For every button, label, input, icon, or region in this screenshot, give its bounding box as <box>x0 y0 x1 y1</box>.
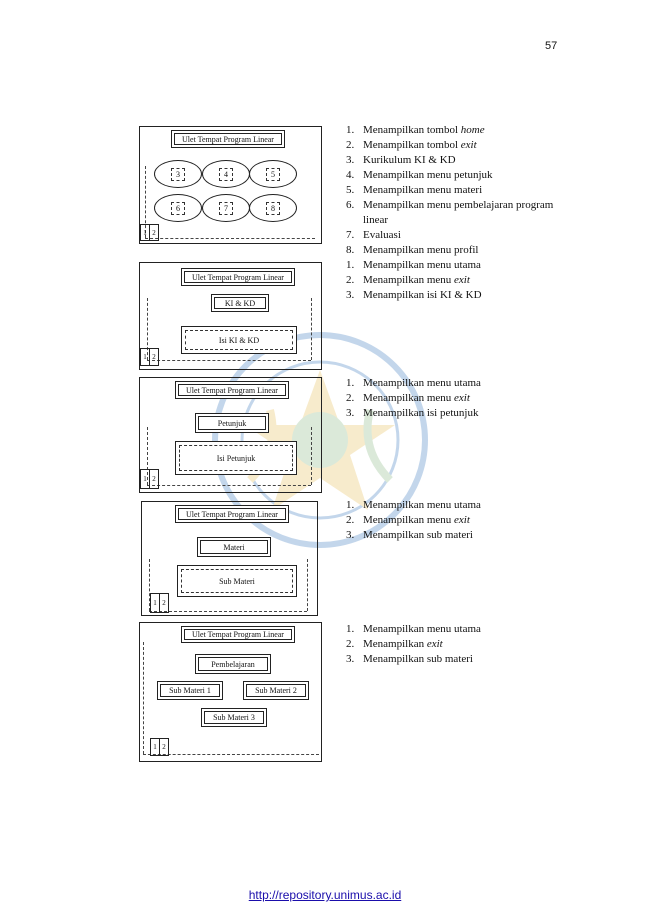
sub-materi-1[interactable]: Sub Materi 1 <box>157 681 223 700</box>
list-item: 3.Menampilkan sub materi <box>346 653 473 665</box>
storyboard-frame-materi: Ulet Tempat Program Linear Materi Sub Ma… <box>141 501 318 616</box>
list-item: 2.Menampilkan menu exit <box>346 514 470 526</box>
list-item: 8.Menampilkan menu profil <box>346 244 479 256</box>
repository-link[interactable]: http://repository.unimus.ac.id <box>248 888 402 902</box>
list-item: 1.Menampilkan menu utama <box>346 623 481 635</box>
content-area: Isi KI & KD <box>181 326 297 354</box>
description-list-2: 1.Menampilkan menu utama 2.Menampilkan m… <box>346 376 556 421</box>
content-area: Isi Petunjuk <box>175 441 297 475</box>
menu-oval-7[interactable]: 7 <box>202 194 250 222</box>
page-number: 57 <box>545 40 558 52</box>
exit-button[interactable]: 2 <box>149 469 159 489</box>
frame-title: Ulet Tempat Program Linear <box>171 130 285 148</box>
list-item: 1.Menampilkan menu utama <box>346 499 481 511</box>
menu-oval-5[interactable]: 5 <box>249 160 297 188</box>
list-item: 3.Kurikulum KI & KD <box>346 154 456 166</box>
description-list-4: 1.Menampilkan menu utama 2.Menampilkan e… <box>346 622 556 667</box>
list-item: 2.Menampilkan tombol exit <box>346 139 477 151</box>
sub-materi-2[interactable]: Sub Materi 2 <box>243 681 309 700</box>
frame-title: Ulet Tempat Program Linear <box>181 626 295 643</box>
exit-button[interactable]: 2 <box>159 593 169 613</box>
menu-oval-4[interactable]: 4 <box>202 160 250 188</box>
list-item: 3.Menampilkan isi petunjuk <box>346 407 479 419</box>
list-item: 5.Menampilkan menu materi <box>346 184 483 196</box>
list-item: 2.Menampilkan exit <box>346 638 443 650</box>
footer: http://repository.unimus.ac.id <box>0 888 650 902</box>
section-heading: KI & KD <box>211 294 269 312</box>
storyboard-frame-pembelajaran: Ulet Tempat Program Linear Pembelajaran … <box>139 622 322 762</box>
exit-button[interactable]: 2 <box>159 738 169 756</box>
list-item: 7.Evaluasi <box>346 229 401 241</box>
menu-oval-3[interactable]: 3 <box>154 160 202 188</box>
list-item: 2.Menampilkan menu exit <box>346 392 470 404</box>
frame-title: Ulet Tempat Program Linear <box>175 505 289 523</box>
description-list-3: 1.Menampilkan menu utama 2.Menampilkan m… <box>346 498 556 543</box>
exit-button[interactable]: 2 <box>149 348 159 366</box>
storyboard-frame-petunjuk: Ulet Tempat Program Linear Petunjuk Isi … <box>139 377 322 493</box>
storyboard-frame-ki-kd: Ulet Tempat Program Linear KI & KD Isi K… <box>139 262 322 370</box>
menu-oval-8[interactable]: 8 <box>249 194 297 222</box>
list-item: 1.Menampilkan tombol home <box>346 124 485 136</box>
section-heading: Pembelajaran <box>195 654 271 674</box>
list-item: 1.Menampilkan menu utama <box>346 377 481 389</box>
storyboard-frame-home: Ulet Tempat Program Linear 3 4 5 6 7 8 1… <box>139 126 322 244</box>
list-item: 3.Menampilkan sub materi <box>346 529 473 541</box>
section-heading: Petunjuk <box>195 413 269 433</box>
description-list-1: 1.Menampilkan tombol home 2.Menampilkan … <box>346 123 556 303</box>
menu-oval-6[interactable]: 6 <box>154 194 202 222</box>
list-item: 3.Menampilkan isi KI & KD <box>346 289 482 301</box>
list-item: 2.Menampilkan menu exit <box>346 274 470 286</box>
list-item: 6.Menampilkan menu pembelajaran program … <box>346 199 554 226</box>
section-heading: Materi <box>197 537 271 557</box>
frame-title: Ulet Tempat Program Linear <box>181 268 295 286</box>
sub-materi-3[interactable]: Sub Materi 3 <box>201 708 267 727</box>
frame-title: Ulet Tempat Program Linear <box>175 381 289 399</box>
exit-button[interactable]: 2 <box>149 224 159 241</box>
list-item: 4.Menampilkan menu petunjuk <box>346 169 493 181</box>
content-area: Sub Materi <box>177 565 297 597</box>
list-item: 1.Menampilkan menu utama <box>346 259 481 271</box>
